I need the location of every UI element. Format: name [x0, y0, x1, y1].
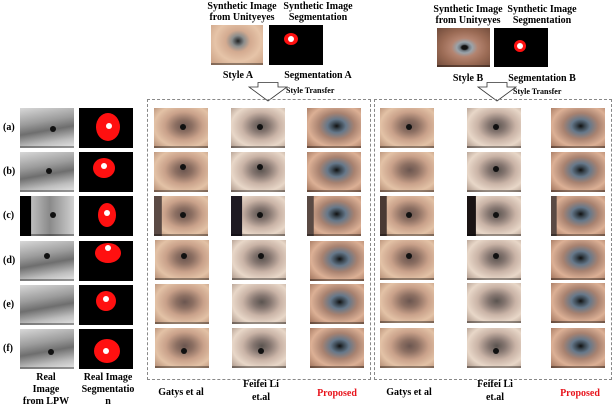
segmentation-a-caption: Segmentation A — [284, 70, 352, 81]
style-a-feifei-a — [231, 108, 285, 148]
style-a-gatys-f — [155, 328, 209, 368]
style-b-synthetic-eye-image — [437, 28, 490, 67]
style-a-gatys-c — [154, 196, 208, 236]
row-label-a: (a) — [3, 122, 15, 133]
style-a-feifei-d — [232, 240, 286, 280]
style-a-image-label-1: Synthetic Image — [207, 1, 277, 12]
style-b-caption: Style B — [452, 73, 484, 84]
style-b-feifei-f — [467, 328, 521, 368]
real-seg-caption-1: Real Image — [83, 372, 133, 383]
style-b-proposed-e — [551, 283, 605, 323]
real-eye-image-f — [20, 329, 74, 369]
style-a-proposed-d — [310, 241, 364, 281]
style-b-image-label-1: Synthetic Image — [433, 4, 503, 15]
style-a-gatys-e — [155, 284, 209, 324]
style-b-arrow-label: Style Transfer — [513, 87, 562, 96]
style-a-gatys-d — [155, 240, 209, 280]
real-seg-caption-2: Segmentatio — [81, 384, 135, 395]
style-b-col-feifei-label-1: Feifei Li — [477, 379, 513, 390]
style-b-feifei-b — [467, 152, 521, 192]
real-image-caption-3: from LPW — [22, 396, 70, 407]
style-a-proposed-a — [307, 108, 361, 148]
style-a-seg-label-2: Segmentation — [288, 12, 348, 23]
style-b-col-feifei-label-2: et.al — [485, 392, 505, 403]
real-segmentation-b — [79, 152, 133, 192]
style-a-proposed-f — [310, 328, 364, 368]
style-b-proposed-f — [551, 328, 605, 368]
style-a-feifei-f — [232, 328, 286, 368]
row-label-d: (d) — [3, 255, 16, 266]
style-b-gatys-a — [380, 108, 434, 148]
style-a-arrow-label: Style Transfer — [286, 86, 335, 95]
row-label-b: (b) — [3, 166, 16, 177]
style-b-proposed-b — [551, 152, 605, 192]
style-a-col-feifei-label-2: et.al — [251, 392, 271, 403]
style-b-proposed-d — [551, 240, 605, 280]
style-a-synthetic-eye-image — [211, 25, 263, 65]
style-b-gatys-b — [380, 152, 434, 192]
style-b-segmentation-image — [494, 28, 548, 67]
segmentation-b-caption: Segmentation B — [508, 73, 576, 84]
real-segmentation-e — [79, 285, 133, 325]
real-segmentation-d — [79, 241, 133, 281]
style-a-gatys-b — [154, 152, 208, 192]
style-a-caption: Style A — [222, 70, 254, 81]
real-segmentation-a — [79, 108, 133, 148]
real-image-caption-2: Image — [32, 384, 60, 395]
style-a-image-label-2: from Unityeyes — [209, 12, 275, 23]
style-b-gatys-e — [380, 283, 434, 323]
style-b-feifei-e — [467, 283, 521, 323]
style-a-proposed-c — [307, 196, 361, 236]
style-a-proposed-b — [307, 152, 361, 192]
style-b-seg-label-1: Synthetic Image — [507, 4, 577, 15]
real-segmentation-c — [79, 196, 133, 236]
style-b-feifei-d — [467, 240, 521, 280]
style-b-proposed-a — [551, 108, 605, 148]
real-segmentation-f — [79, 329, 133, 369]
row-label-c: (c) — [3, 210, 15, 221]
style-a-gatys-a — [154, 108, 208, 148]
style-a-feifei-b — [231, 152, 285, 192]
style-b-gatys-f — [380, 328, 434, 368]
real-eye-image-a — [20, 108, 74, 148]
real-seg-caption-3: n — [105, 396, 111, 407]
style-b-seg-label-2: Segmentation — [512, 15, 572, 26]
style-a-feifei-e — [232, 284, 286, 324]
style-b-down-arrow-icon — [477, 82, 517, 102]
real-image-caption-1: Real — [36, 372, 56, 383]
style-b-gatys-c — [380, 196, 434, 236]
style-b-gatys-d — [380, 240, 434, 280]
style-a-col-feifei-label-1: Feifei Li — [243, 379, 279, 390]
real-eye-image-d — [20, 241, 74, 281]
style-b-col-proposed-label: Proposed — [560, 388, 600, 399]
style-a-results-panel — [147, 99, 371, 380]
style-a-seg-label-1: Synthetic Image — [283, 1, 353, 12]
real-eye-image-b — [20, 152, 74, 192]
style-a-col-gatys-label: Gatys et al — [158, 387, 204, 398]
style-a-segmentation-image — [269, 25, 323, 65]
real-eye-image-e — [20, 285, 74, 325]
style-a-feifei-c — [231, 196, 285, 236]
style-a-col-proposed-label: Proposed — [317, 388, 357, 399]
style-a-down-arrow-icon — [248, 82, 288, 102]
row-label-e: (e) — [3, 299, 15, 310]
style-a-proposed-e — [310, 284, 364, 324]
style-b-col-gatys-label: Gatys et al — [386, 387, 432, 398]
row-label-f: (f) — [3, 343, 13, 354]
style-b-feifei-c — [467, 196, 521, 236]
style-b-feifei-a — [467, 108, 521, 148]
real-eye-image-c — [20, 196, 74, 236]
style-b-image-label-2: from Unityeyes — [435, 15, 501, 26]
style-b-proposed-c — [551, 196, 605, 236]
